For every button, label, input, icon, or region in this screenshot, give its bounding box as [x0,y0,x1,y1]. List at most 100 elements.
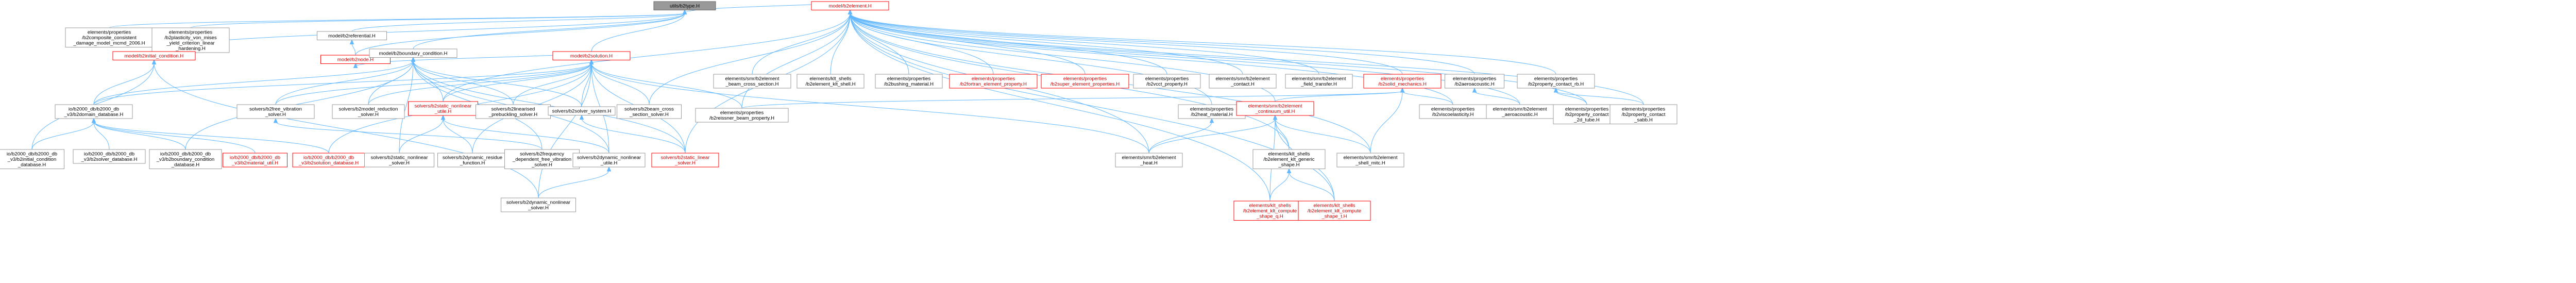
file-node[interactable]: elements/properties/b2property_contact_2… [1553,104,1621,124]
file-node[interactable]: elements/properties/b2plasticity_von_mis… [151,27,230,53]
node-label-line: _utile.H [600,160,618,166]
dependency-edge [850,13,1319,75]
file-node[interactable]: elements/properties/b2composite_consiste… [65,27,154,47]
file-node[interactable]: io/b2000_db/b2000_db_v3/b2boundary_condi… [149,149,222,169]
file-node[interactable]: io/b2000_db/b2000_db_v3/b2solution_datab… [292,153,365,168]
dependency-edge [850,13,1212,105]
file-node[interactable]: elements/properties/b2bushing_material.H [875,74,943,89]
file-node[interactable]: solvers/b2dynamic_nonlinear_utile.H [572,153,646,168]
dependency-edge [351,43,356,56]
root-file-node[interactable]: utils/b2type.H [653,1,716,10]
node-label-line: elements/properties [1431,107,1475,112]
dependency-edge [443,118,473,154]
node-box [364,153,434,168]
node-label-line: utils/b2type.H [670,4,700,9]
dependency-edge [1148,118,1276,154]
file-node[interactable]: elements/smr/b2element_contact.H [1209,74,1277,89]
node-box [651,153,719,168]
file-node[interactable]: elements/smr/b2element_shell_mitc.H [1336,153,1404,168]
file-node[interactable]: elements/properties/b2property_contact_s… [1609,104,1677,124]
node-box [1553,104,1621,124]
file-node[interactable]: elements/smr/b2element_continuum_util.H [1236,101,1314,116]
node-label-line: _solver.H [388,160,410,166]
file-node[interactable]: solvers/b2dynamic_nonlinear_solver.H [501,197,576,212]
file-node[interactable]: elements/properties/b2heat_material.H [1178,104,1246,119]
file-node[interactable]: elements/klt_shells/b2element_klt_shell.… [796,74,865,89]
node-label-line: _v3/b2material_util.H [231,160,278,166]
dependency-arrowhead [1400,87,1405,93]
node-box [1363,74,1442,89]
dependency-arrowhead [1286,168,1292,173]
file-node[interactable]: elements/smr/b2element_beam_cross_sectio… [713,74,791,89]
node-box [552,51,631,60]
node-label-line: elements/properties [1190,107,1233,112]
node-label-line: elements/properties [1453,76,1496,82]
node-label-line: _solver.H [674,160,696,166]
file-node[interactable]: solvers/b2free_vibration_solver.H [236,104,315,119]
file-node[interactable]: elements/klt_shells/b2element_klt_comput… [1298,201,1371,221]
node-label-line: solvers/b2static_nonlinear [415,104,472,109]
file-node[interactable]: elements/properties/b2aeroacoustic.H [1445,74,1504,89]
file-node[interactable]: model/b2referential.H [317,31,387,40]
file-node[interactable]: solvers/b2static_nonlinear_utile.H [408,101,478,116]
file-node[interactable]: elements/properties/b2viscoelasticity.H [1419,104,1487,119]
node-label-line: model/b2referential.H [328,34,376,39]
file-node[interactable]: elements/klt_shells/b2element_klt_generi… [1252,149,1326,169]
dependency-edge [1474,91,1520,105]
file-node[interactable]: elements/klt_shells/b2element_klt_comput… [1233,201,1307,221]
node-box [548,106,616,115]
file-node[interactable]: solvers/b2linearised_prebuckling_solver.… [476,104,551,119]
file-node[interactable]: elements/smr/b2element_aeroacoustic.H [1486,104,1554,119]
file-node[interactable]: solvers/b2frequency_dependent_free_vibra… [504,149,580,169]
file-node[interactable]: model/b2solution.H [552,51,631,60]
file-node[interactable]: solvers/b2solver_system.H [548,106,616,115]
node-label-line: elements/properties [1534,76,1578,82]
dependency-arrowhead [589,59,594,64]
file-node[interactable]: model/b2boundary_condition.H [369,48,457,58]
file-node[interactable]: elements/smr/b2element_field_transfer.H [1285,74,1353,89]
file-node[interactable]: elements/properties/b2super_element_prop… [1041,74,1129,89]
dependency-edge [850,13,909,75]
dependency-edge [1370,91,1403,154]
file-node[interactable]: elements/properties/b2vcct_property.H [1133,74,1201,89]
file-node[interactable]: elements/properties/b2fortran_element_pr… [949,74,1038,89]
node-label-line: /b2composite_consistent [82,35,137,41]
file-node[interactable]: elements/properties/b2solid_mechanics.H [1363,74,1442,89]
file-node[interactable]: elements/smr/b2element_heat.H [1115,153,1183,168]
file-node[interactable]: io/b2000_db/b2000_db_v3/b2material_util.… [223,153,287,168]
file-node[interactable]: model/b2element.H [811,1,889,10]
file-node[interactable]: solvers/b2static_linear_solver.H [651,153,719,168]
file-node[interactable]: solvers/b2static_nonlinear_solver.H [364,153,434,168]
file-node[interactable]: io/b2000_db/b2000_db_v3/b2domain_databas… [55,104,133,119]
dependency-edge [850,13,1270,202]
node-label-line: /b2aeroacoustic.H [1454,81,1494,87]
dependency-edge [154,63,539,198]
file-node[interactable]: model/b2initial_condition.H [112,51,196,60]
node-label-line: /b2heat_material.H [1191,112,1232,118]
node-label-line: _section_solver.H [629,112,669,118]
node-label-line: _continuum_util.H [1255,109,1295,114]
dependency-edge [1275,118,1371,154]
dependency-edge [850,13,1520,105]
file-node[interactable]: solvers/b2model_reduction_solver.H [332,104,405,119]
node-box [65,27,154,47]
node-label-line: _damage_model_mcmd_2006.H [73,41,145,46]
file-node[interactable]: elements/properties/b2reissner_beam_prop… [695,108,789,123]
dependency-arrowhead [848,9,853,14]
node-label-line: solvers/b2linearised [492,107,535,112]
dependency-edge [368,60,414,105]
node-label-line: solvers/b2frequency [520,152,564,157]
dependency-edge [93,60,414,105]
file-node[interactable]: io/b2000_db/b2000_db_v3/b2initial_condit… [0,149,64,169]
node-box [437,153,507,168]
node-label-line: _shell_mitc.H [1355,160,1385,166]
file-node[interactable]: solvers/b2dynamic_residue_function.H [437,153,507,168]
file-node[interactable]: io/b2000_db/b2000_db_v3/b2solver_databas… [73,149,146,164]
dependency-edge [850,13,1086,75]
node-box [653,1,716,10]
dependency-edge [538,63,592,198]
file-node[interactable]: elements/properties/b2property_contact_r… [1517,74,1595,89]
node-box [1178,104,1246,119]
node-label-line: /b2vcct_property.H [1146,81,1188,87]
file-node[interactable]: solvers/b2beam_cross_section_solver.H [617,104,682,119]
